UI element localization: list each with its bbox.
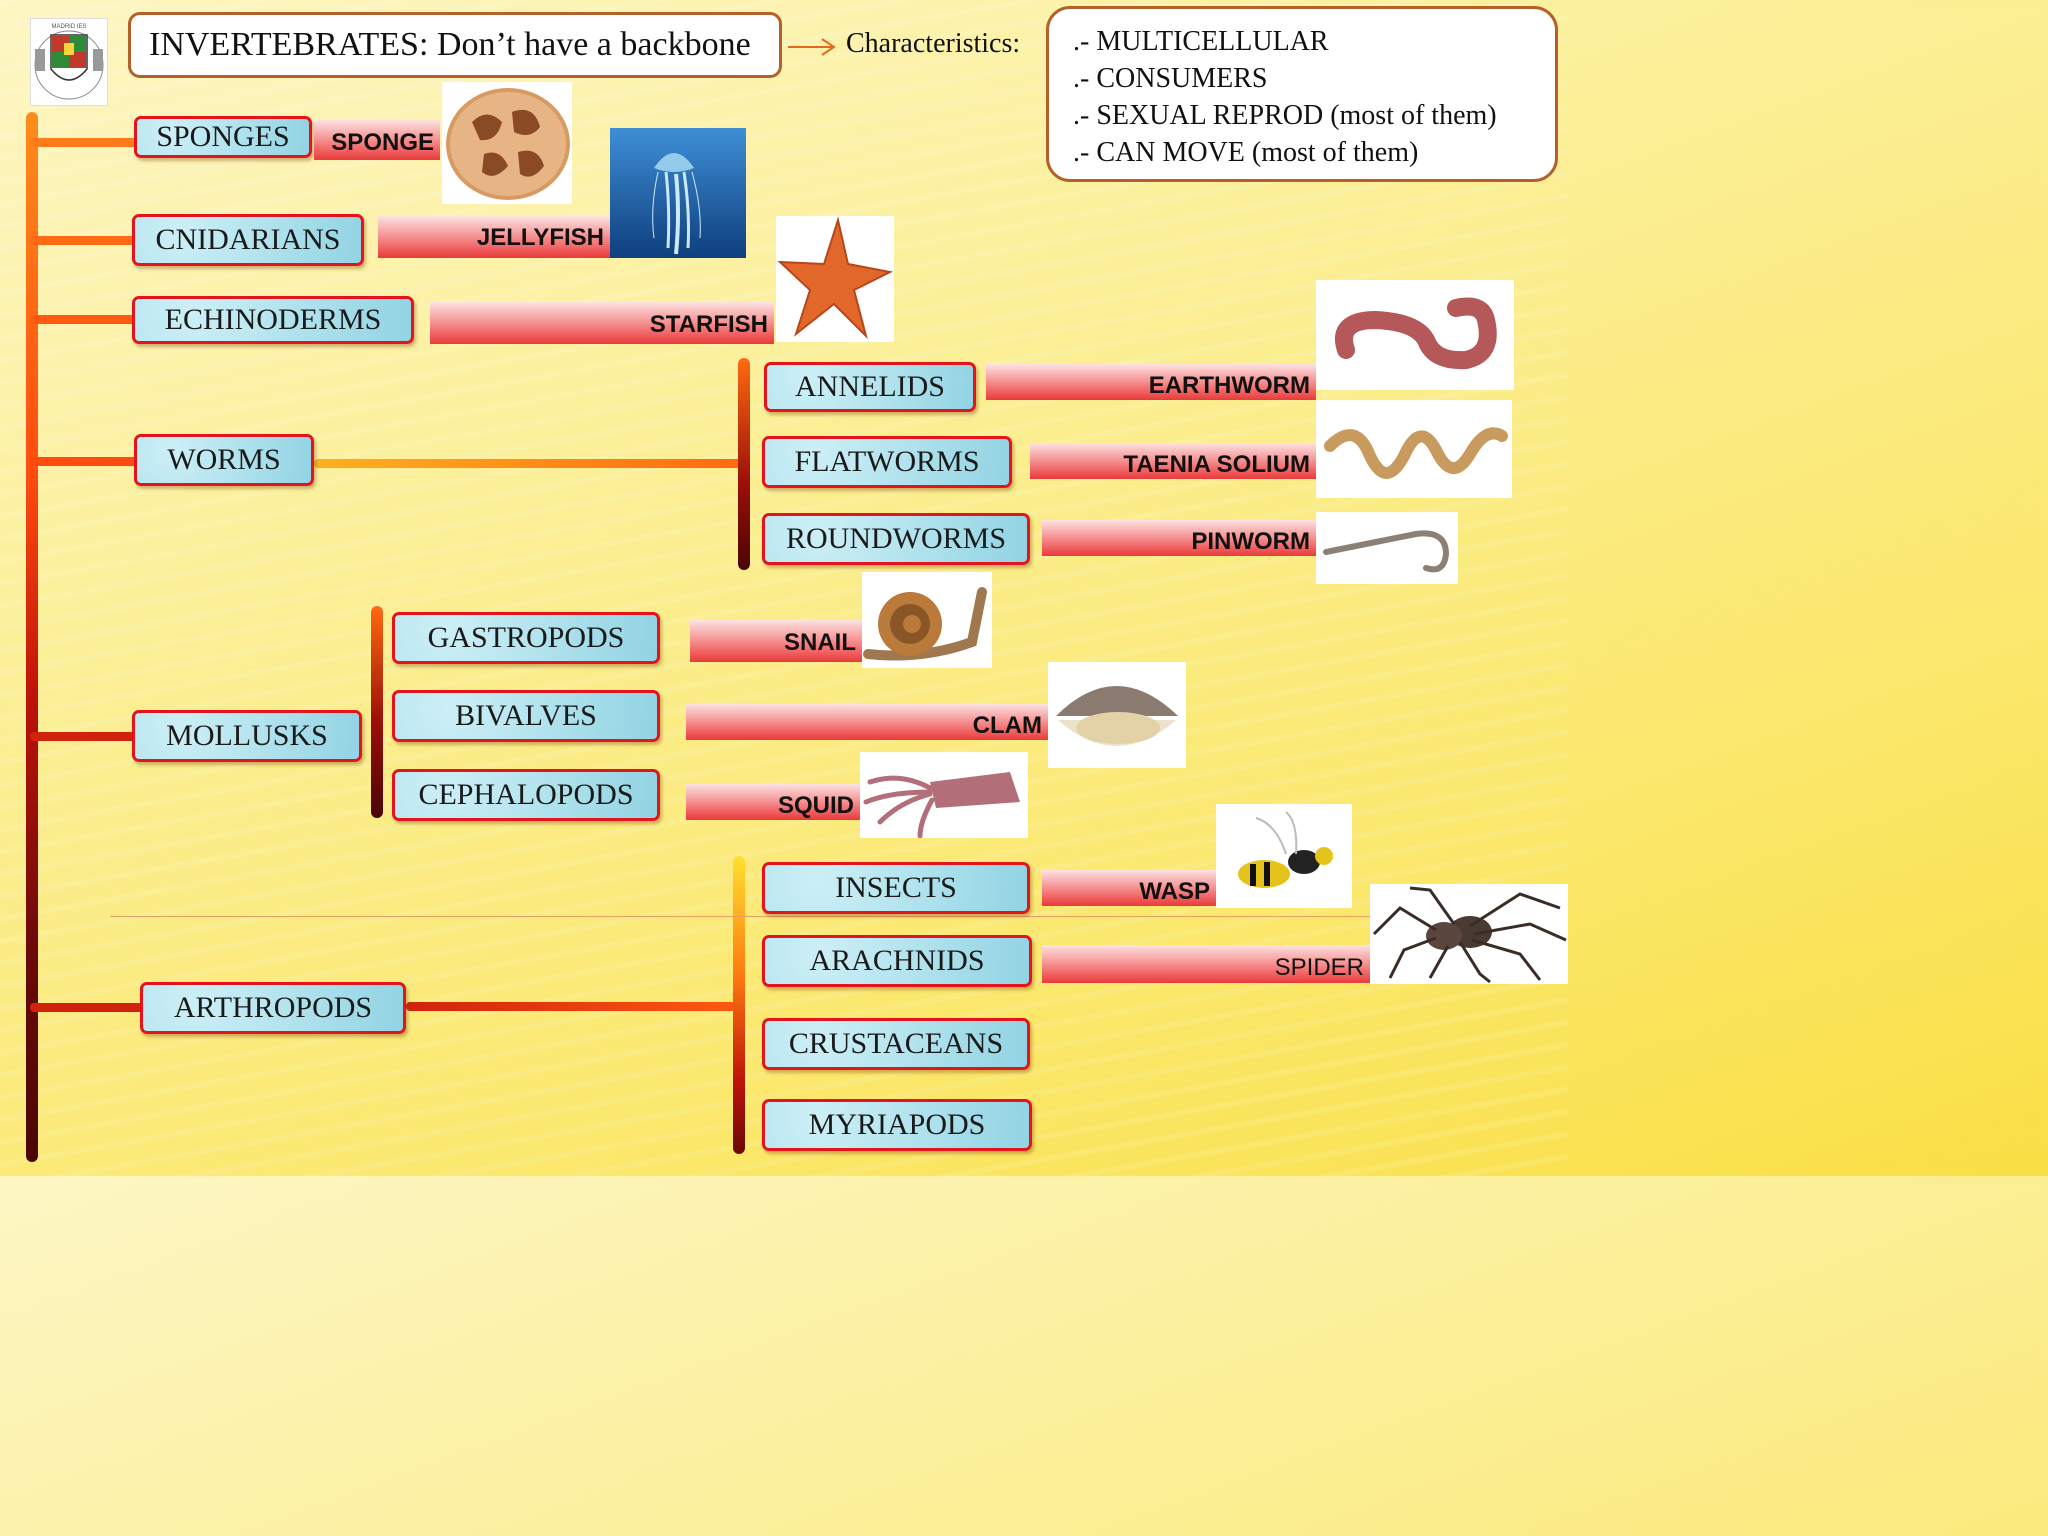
example-label-snail: SNAIL (690, 620, 862, 662)
node-flatworms: FLATWORMS (762, 436, 1012, 488)
svg-text:MADRID IES: MADRID IES (51, 24, 86, 30)
node-sponges: SPONGES (134, 116, 312, 158)
taenia-image (1316, 400, 1512, 498)
separator-line (110, 916, 1370, 917)
node-insects: INSECTS (762, 862, 1030, 914)
characteristics-label: Characteristics: (846, 28, 1021, 59)
characteristic-item: .- MULTICELLULAR (1073, 26, 1329, 57)
connector-line (406, 1002, 744, 1011)
branch-line-mollusks (371, 606, 383, 818)
page-title: INVERTEBRATES: Don’t have a backbone (128, 12, 782, 78)
characteristic-item: .- SEXUAL REPROD (most of them) (1073, 100, 1497, 131)
connector-line (30, 315, 136, 324)
characteristic-item: .- CAN MOVE (most of them) (1073, 137, 1419, 168)
branch-line-arthropods (733, 856, 745, 1154)
jellyfish-image (610, 128, 746, 258)
arrow-right-icon (788, 38, 836, 56)
example-label-jellyfish: JELLYFISH (378, 216, 610, 258)
branch-line-worms (738, 358, 750, 570)
earthworm-image (1316, 280, 1514, 390)
characteristics-box: .- MULTICELLULAR .- CONSUMERS .- SEXUAL … (1046, 6, 1558, 182)
example-label-clam: CLAM (686, 704, 1048, 740)
node-bivalves: BIVALVES (392, 690, 660, 742)
starfish-image (776, 216, 894, 342)
node-echinoderms: ECHINODERMS (132, 296, 414, 344)
pinworm-image (1316, 512, 1458, 584)
node-mollusks: MOLLUSKS (132, 710, 362, 762)
node-arachnids: ARACHNIDS (762, 935, 1032, 987)
connector-line (30, 1003, 144, 1012)
squid-image (860, 752, 1028, 838)
example-label-sponge: SPONGE (314, 120, 440, 160)
node-crustaceans: CRUSTACEANS (762, 1018, 1030, 1070)
characteristic-item: .- CONSUMERS (1073, 63, 1268, 94)
example-label-spider: SPIDER (1042, 945, 1370, 983)
node-annelids: ANNELIDS (764, 362, 976, 412)
node-arthropods: ARTHROPODS (140, 982, 406, 1034)
connector-line (30, 138, 138, 147)
spider-image (1370, 884, 1568, 984)
node-myriapods: MYRIAPODS (762, 1099, 1032, 1151)
example-label-pinworm: PINWORM (1042, 520, 1316, 556)
connector-line (30, 236, 136, 245)
example-label-taenia: TAENIA SOLIUM (1030, 443, 1316, 479)
example-label-squid: SQUID (686, 784, 860, 820)
example-label-wasp: WASP (1042, 870, 1216, 906)
node-roundworms: ROUNDWORMS (762, 513, 1030, 565)
example-label-earthworm: EARTHWORM (986, 364, 1316, 400)
school-logo: MADRID IES (30, 18, 108, 106)
connector-line (30, 457, 138, 466)
node-cephalopods: CEPHALOPODS (392, 769, 660, 821)
clam-image (1048, 662, 1186, 768)
node-cnidarians: CNIDARIANS (132, 214, 364, 266)
main-trunk-line (26, 112, 38, 1162)
snail-image (862, 572, 992, 668)
sponge-image (442, 82, 572, 204)
example-label-starfish: STARFISH (430, 302, 774, 344)
connector-line (314, 459, 742, 468)
connector-line (30, 732, 136, 741)
node-gastropods: GASTROPODS (392, 612, 660, 664)
wasp-image (1216, 804, 1352, 908)
node-worms: WORMS (134, 434, 314, 486)
